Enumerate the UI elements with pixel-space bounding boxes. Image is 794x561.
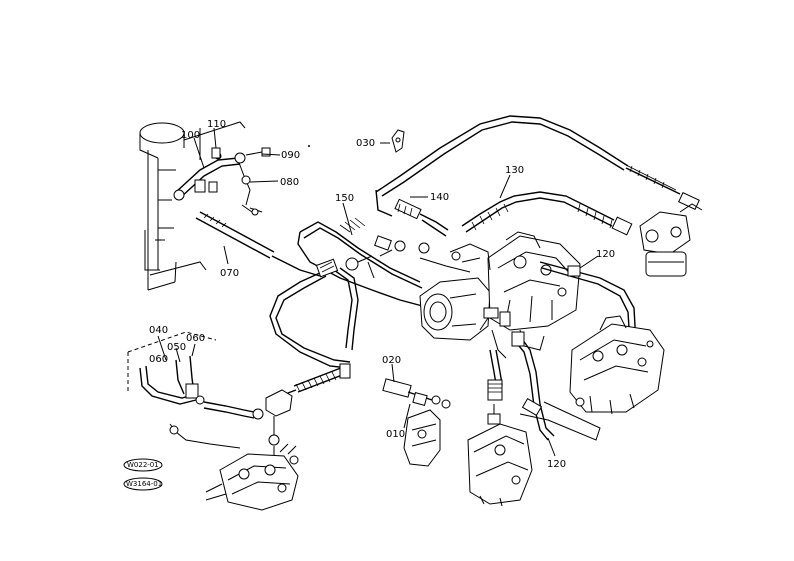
- label-020: 020: [382, 355, 401, 366]
- oil-filter: [639, 203, 703, 277]
- part-labels: 110 100 090 080 070 030 150 140 130 120 …: [149, 119, 615, 470]
- center-drop-pipe: [487, 349, 503, 425]
- pipe-070: [195, 211, 321, 277]
- engine-block-outline: [139, 121, 246, 291]
- lower-valve-body: [467, 423, 533, 507]
- label-070: 070: [220, 268, 239, 279]
- label-110: 110: [207, 119, 226, 130]
- label-090: 090: [281, 150, 300, 161]
- upper-return-pipe: [375, 115, 700, 210]
- lower-left-pipe-group: [127, 331, 264, 449]
- pipe-120-lower: [511, 331, 601, 441]
- ref-stamp-1: W022-01: [127, 461, 159, 469]
- label-080: 080: [280, 177, 299, 188]
- label-040: 040: [149, 325, 168, 336]
- pipe-bundle-150: [297, 217, 431, 309]
- pump-transmission-block: [418, 231, 581, 359]
- fitting-070-end: [315, 258, 339, 278]
- leader-lines: [157, 127, 599, 457]
- label-150: 150: [335, 193, 354, 204]
- label-030: 030: [356, 138, 375, 149]
- pipe-020: [279, 363, 351, 397]
- ref-stamp-2: W3164-01: [126, 480, 162, 488]
- label-130: 130: [505, 165, 524, 176]
- label-050: 050: [167, 342, 186, 353]
- tee-fitting: [265, 389, 293, 456]
- control-valve-left: [205, 443, 299, 511]
- reference-stamps: W022-01 W3164-01: [123, 458, 163, 491]
- control-valve-right: [569, 315, 665, 415]
- label-010: 010: [386, 429, 405, 440]
- dot-mark: [308, 145, 310, 147]
- long-pipe-loop: [269, 267, 359, 369]
- label-060-right: 060: [186, 333, 205, 344]
- label-140: 140: [430, 192, 449, 203]
- fitting-020-010: [382, 378, 451, 467]
- bracket-030: [391, 129, 405, 153]
- pipe-140: [375, 189, 449, 237]
- label-060-left: 060: [149, 354, 168, 365]
- label-100: 100: [181, 130, 200, 141]
- label-120-top: 120: [596, 249, 615, 260]
- pipe-130: [461, 191, 633, 236]
- label-120-bottom: 120: [547, 459, 566, 470]
